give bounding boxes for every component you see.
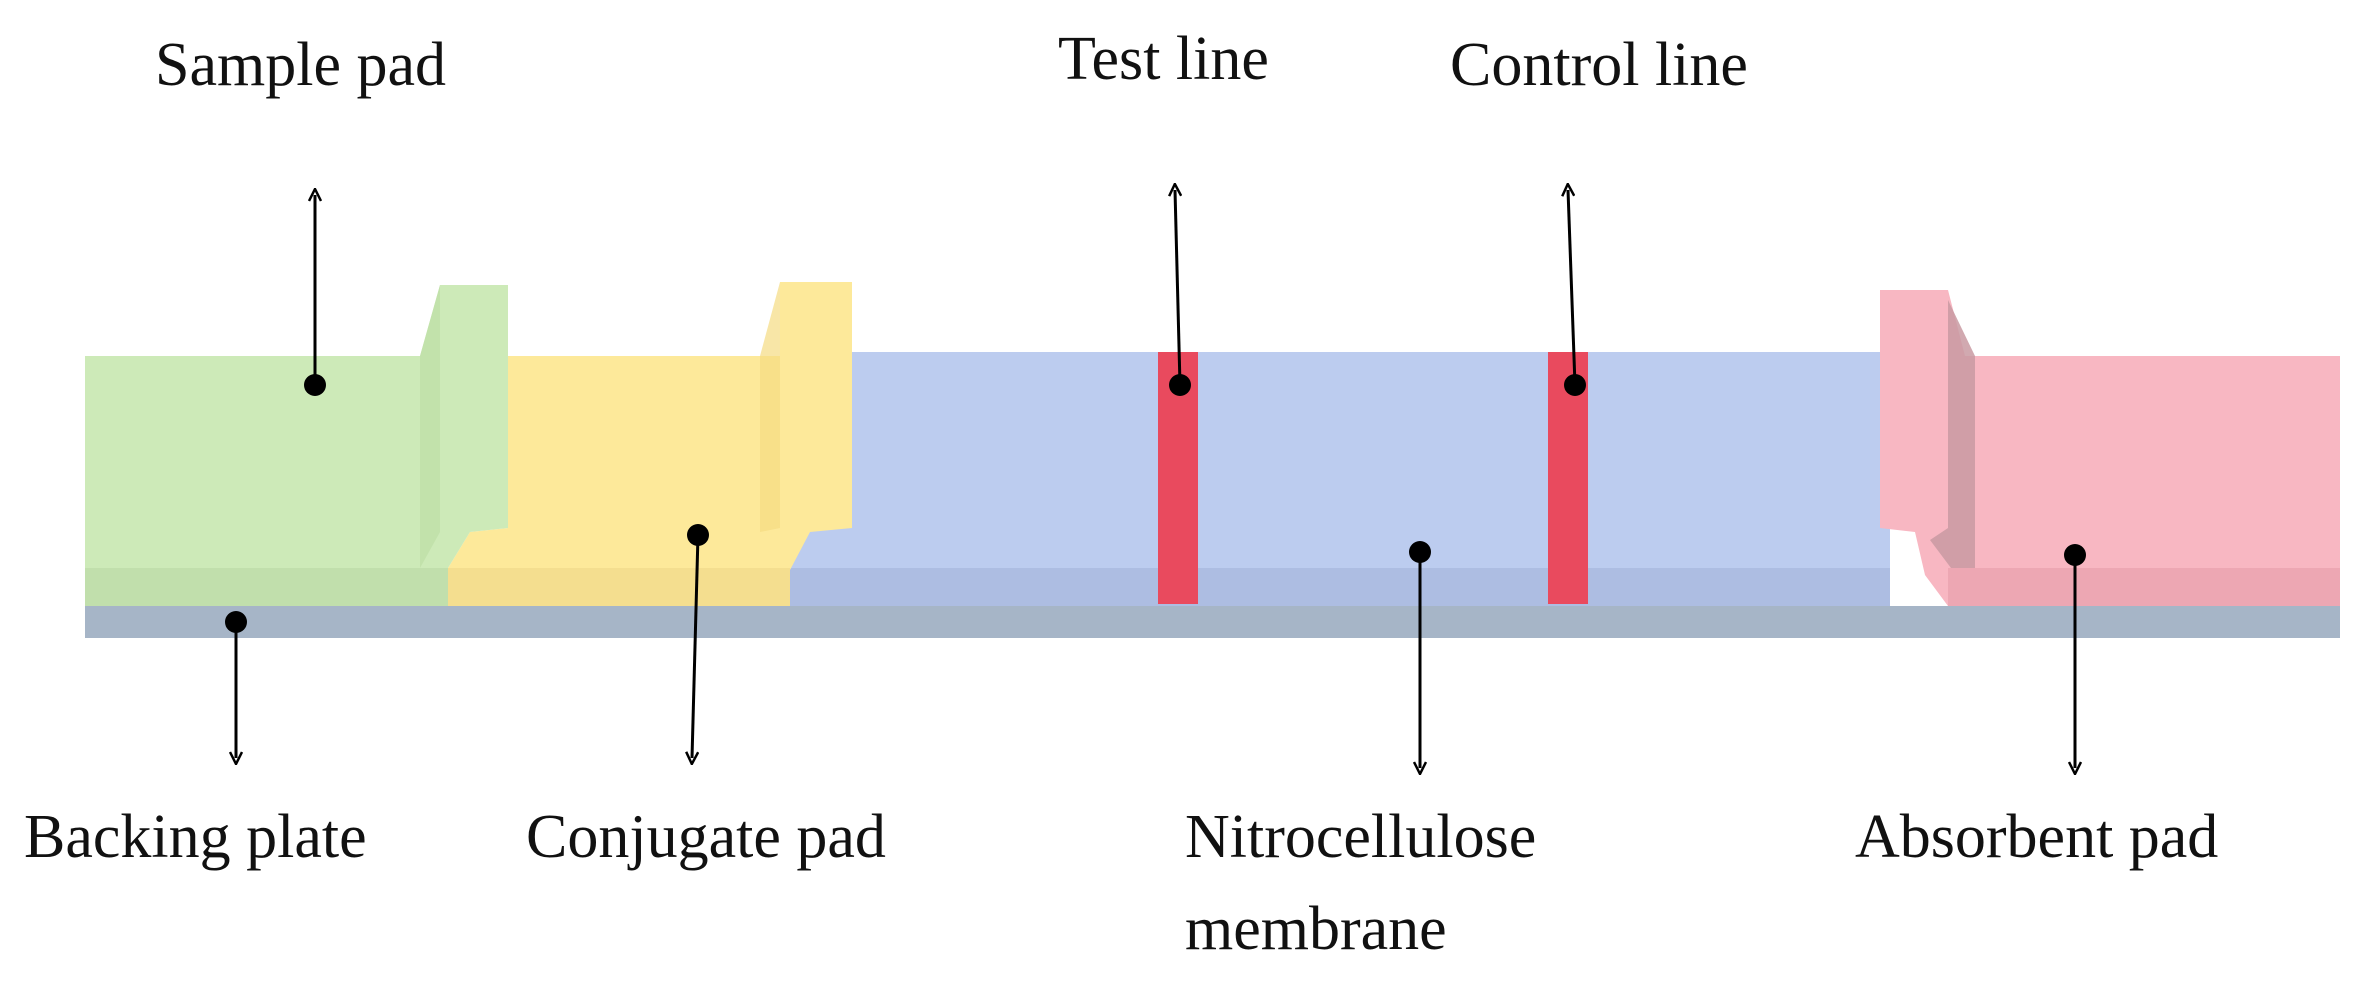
absorbent-pad-label: Absorbent pad (1855, 803, 2219, 871)
absorbent-pad (1880, 290, 2340, 606)
backing-plate (85, 606, 2340, 638)
test-line-label: Test line (1058, 25, 1269, 93)
membrane-lower-band (790, 568, 1890, 606)
conjugate-pad (448, 282, 852, 606)
control-line-label: Control line (1450, 31, 1748, 99)
sample-pad-label: Sample pad (155, 31, 446, 99)
absorbent-pad-dot (2064, 544, 2086, 566)
conjugate-pad-label: Conjugate pad (526, 803, 886, 871)
membrane-dot (1409, 541, 1431, 563)
sample-pad-dot (304, 374, 326, 396)
nitrocellulose-label-line2: membrane (1185, 895, 1447, 963)
control-line-dot (1564, 374, 1586, 396)
nitrocellulose-membrane (790, 352, 1890, 606)
control-line (1548, 352, 1588, 604)
control-line-arrow (1568, 190, 1577, 386)
sample-pad-lower-band (85, 568, 448, 606)
absorbent-pad-lower-band (1948, 568, 2340, 606)
backing-plate-dot (225, 611, 247, 633)
conjugate-pad-shade (760, 282, 780, 532)
test-line-dot (1169, 374, 1191, 396)
sample-pad-shade (420, 285, 440, 568)
nitrocellulose-label-line1: Nitrocellulose (1185, 803, 1537, 871)
test-line-arrow (1175, 190, 1180, 386)
conjugate-pad-lower-band (448, 568, 790, 606)
conjugate-pad-dot (687, 524, 709, 546)
backing-plate-label: Backing plate (24, 803, 367, 871)
sample-pad (85, 285, 508, 606)
absorbent-pad-shade (1930, 300, 1975, 585)
conjugate-pad-arrow (692, 534, 700, 758)
